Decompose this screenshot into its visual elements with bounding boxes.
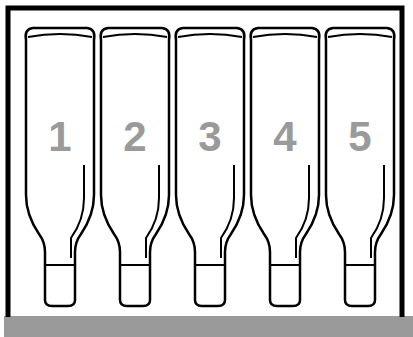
rack-frame (8, 8, 402, 317)
callout-number: 5 (348, 116, 371, 158)
callout-number: 2 (123, 116, 146, 158)
callout-number: 3 (198, 116, 221, 158)
bottle (251, 28, 320, 306)
bottle (26, 28, 95, 306)
callout-number: 1 (48, 116, 71, 158)
bottle (101, 28, 170, 306)
callout-number: 4 (273, 116, 296, 158)
bottle (326, 28, 395, 306)
bottle (176, 28, 245, 306)
shelf-bar (4, 316, 413, 337)
